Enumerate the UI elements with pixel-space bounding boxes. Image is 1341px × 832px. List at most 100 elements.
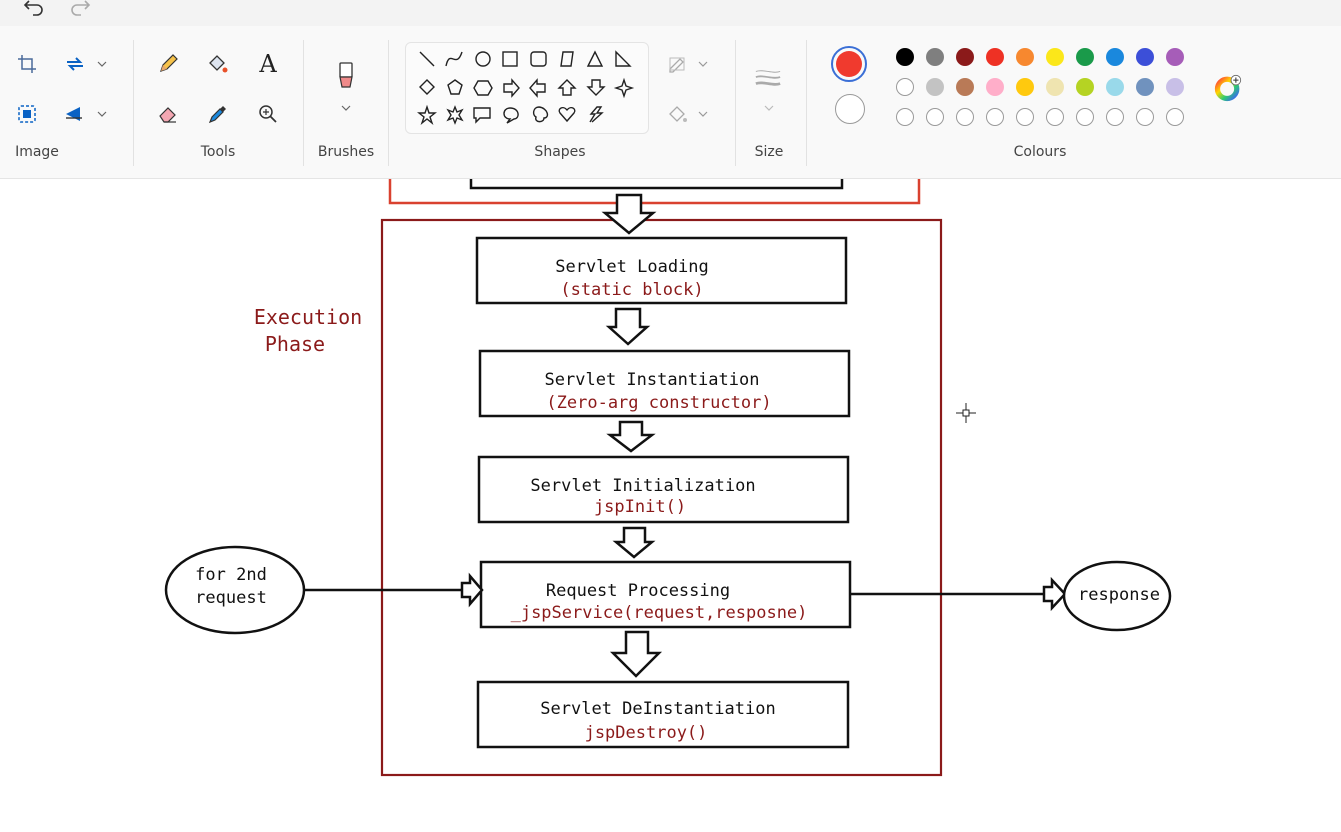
secondary-colour-swatch[interactable] [835,94,865,124]
step-title: Servlet Initialization [530,476,756,496]
primary-colour-swatch [836,51,862,77]
flip-dropdown-caret[interactable] [97,110,107,118]
shape-fill-icon[interactable] [664,100,692,128]
right-arrow-head [1042,576,1067,612]
empty-colour-slot[interactable] [1046,108,1064,126]
ribbon-toolbar: Image A Tools Brushes [0,26,1341,179]
rotate-dropdown-caret[interactable] [97,60,107,68]
colour-swatch[interactable] [1136,48,1154,66]
phase-label-line1: Execution [253,305,363,329]
empty-colour-slot[interactable] [1076,108,1094,126]
ribbon-separator [806,40,807,166]
phase-label-line2: Phase [264,332,326,356]
step-title: Request Processing [545,581,731,601]
top-black-box [469,179,844,190]
colour-swatch[interactable] [1166,78,1184,96]
undo-icon[interactable] [20,0,48,20]
empty-colour-slot[interactable] [956,108,974,126]
ribbon-separator [303,40,304,166]
flip-icon[interactable] [61,100,89,128]
shapes-gallery[interactable] [405,42,649,134]
size-icon[interactable] [754,64,782,92]
step-title: Servlet Instantiation [544,370,760,390]
primary-colour-selector[interactable] [831,46,867,82]
pencil-icon[interactable] [154,50,182,78]
group-label-shapes: Shapes [534,144,586,160]
down-arrow [606,420,656,453]
colour-swatch[interactable] [896,48,914,66]
down-arrow [609,630,663,678]
group-label-tools: Tools [200,144,236,160]
shape-fill-dropdown-caret[interactable] [698,110,708,118]
empty-colour-slot[interactable] [1166,108,1184,126]
group-label-colours: Colours [1013,144,1067,160]
ribbon-separator [388,40,389,166]
colour-swatch[interactable] [986,48,1004,66]
resize-icon[interactable] [13,100,41,128]
step-subtitle: jspDestroy() [584,723,708,743]
step-subtitle: _jspService(request,resposne) [510,603,808,623]
crosshair-cursor-icon [956,403,976,423]
edit-colours-icon[interactable] [1214,74,1242,102]
colour-swatch[interactable] [926,48,944,66]
empty-colour-slot[interactable] [1106,108,1124,126]
crop-icon[interactable] [13,50,41,78]
step-box-loading [475,236,848,305]
colour-swatch[interactable] [956,48,974,66]
colour-swatch[interactable] [1046,48,1064,66]
step-subtitle: (Zero-arg constructor) [546,393,772,413]
outline-icon[interactable] [664,50,692,78]
empty-colour-slot[interactable] [926,108,944,126]
fill-icon[interactable] [204,50,232,78]
colour-swatch[interactable] [956,78,974,96]
colour-swatch[interactable] [1076,48,1094,66]
outline-dropdown-caret[interactable] [698,60,708,68]
colour-swatch[interactable] [896,78,914,96]
rotate-icon[interactable] [61,50,89,78]
brush-icon[interactable] [332,62,360,90]
step-subtitle: (static block) [560,280,704,300]
right-arrow-head [460,572,484,608]
color-picker-icon[interactable] [204,100,232,128]
colour-swatch[interactable] [1106,48,1124,66]
text-tool-glyph: A [259,50,277,78]
text-icon[interactable]: A [254,50,282,78]
colour-swatch[interactable] [1016,78,1034,96]
brush-dropdown-caret[interactable] [341,104,351,112]
colour-swatch[interactable] [1166,48,1184,66]
empty-colour-slot[interactable] [1136,108,1154,126]
left-ellipse-label-line1: for 2nd [195,565,267,585]
empty-colour-slot[interactable] [896,108,914,126]
down-arrow [612,526,656,559]
colour-swatch[interactable] [1076,78,1094,96]
magnifier-icon[interactable] [254,100,282,128]
colour-swatch[interactable] [1136,78,1154,96]
right-ellipse [1062,560,1172,632]
flow-diagram [164,179,1172,777]
empty-colour-slot[interactable] [986,108,1004,126]
redo-icon[interactable] [66,0,94,20]
eraser-icon[interactable] [154,100,182,128]
empty-colour-slot[interactable] [1016,108,1034,126]
top-red-box [388,179,921,205]
ribbon-separator [735,40,736,166]
colour-swatch[interactable] [1106,78,1124,96]
step-subtitle: jspInit() [593,497,687,517]
title-bar [0,0,1341,26]
colour-swatch[interactable] [1016,48,1034,66]
colour-swatch[interactable] [926,78,944,96]
group-label-size: Size [754,144,784,160]
step-title: Servlet Loading [555,257,709,277]
shapes-gallery-icons [417,50,635,126]
down-arrow [605,307,651,346]
down-arrow [601,193,657,235]
left-ellipse-label-line2: request [195,588,267,608]
colour-swatch[interactable] [1046,78,1064,96]
ribbon-separator [133,40,134,166]
group-label-image: Image [15,144,59,160]
drawing-canvas[interactable]: Execution Phase Servlet Loading (static … [0,179,1341,832]
right-ellipse-label: response [1078,585,1160,605]
colour-swatch[interactable] [986,78,1004,96]
size-dropdown-caret[interactable] [764,104,774,112]
step-box-deinstantiation [476,680,850,749]
